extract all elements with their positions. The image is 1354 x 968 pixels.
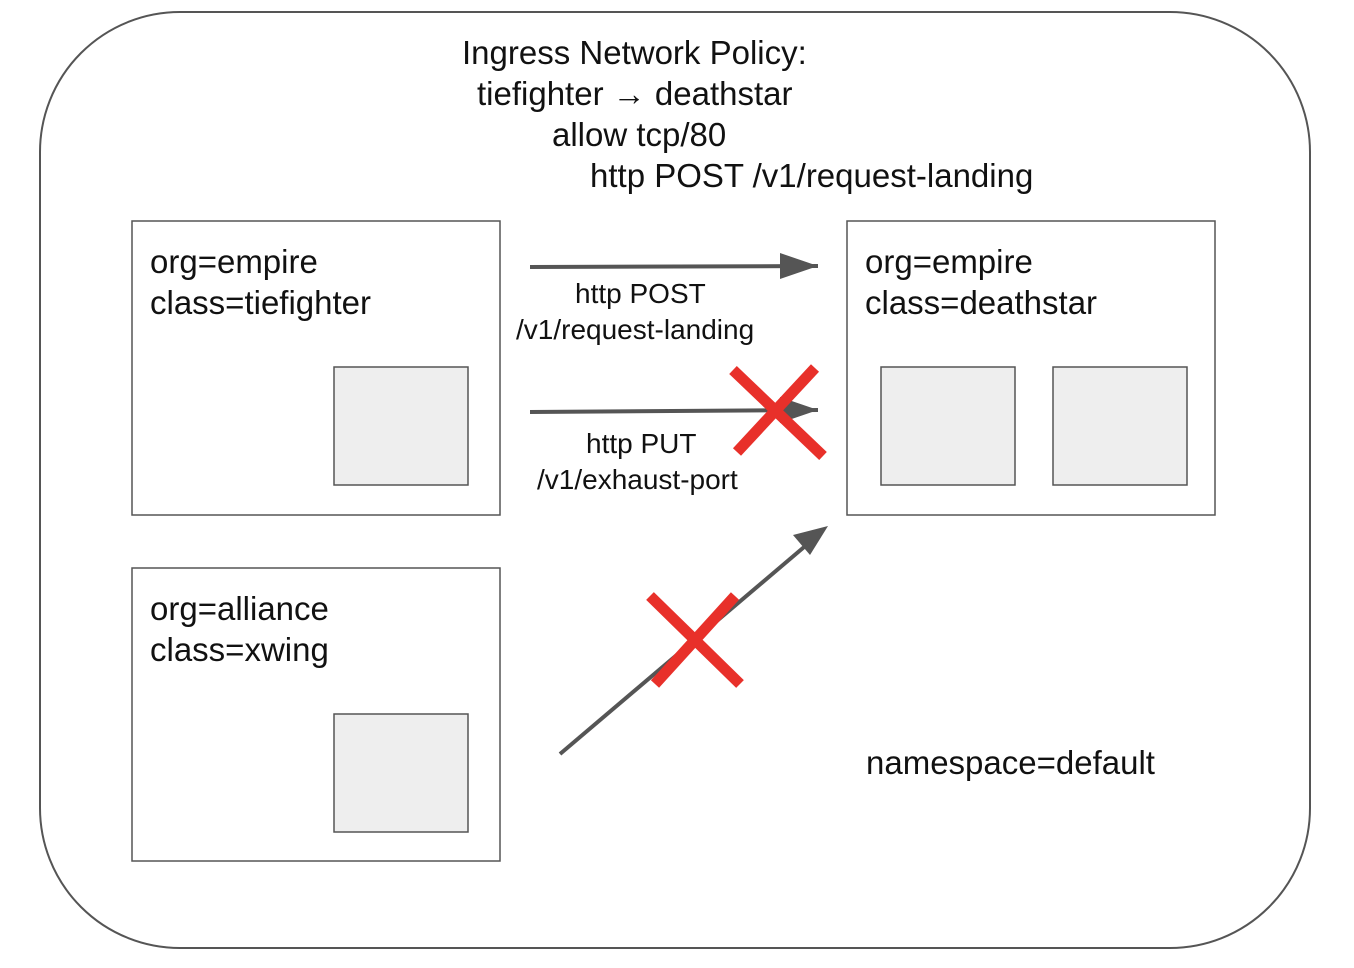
put-path-label: /v1/exhaust-port [537,464,738,495]
post-method-label: http POST [575,278,706,309]
deny-cross-put [729,364,827,460]
namespace-label: namespace=default [866,744,1155,781]
xwing-org-label: org=alliance [150,590,329,627]
policy-port-rule: allow tcp/80 [552,116,727,153]
post-arrow [529,264,819,269]
tiefighter-pod [333,366,469,486]
policy-direction: tiefighter → deathstar [477,75,793,112]
tiefighter-org-label: org=empire [150,243,318,280]
xwing-class-label: class=xwing [150,631,329,668]
deathstar-org-label: org=empire [865,243,1033,280]
deathstar-pod-1 [880,366,1016,486]
namespace-boundary [39,11,1311,949]
deny-cross-xwing [646,592,744,688]
post-arrowhead [780,253,818,279]
xwing-pod [333,713,469,833]
put-method-label: http PUT [586,428,697,459]
policy-title: Ingress Network Policy: [462,34,807,71]
deathstar-class-label: class=deathstar [865,284,1098,321]
tiefighter-class-label: class=tiefighter [150,284,372,321]
policy-http-rule: http POST /v1/request-landing [590,157,1034,194]
deathstar-pod-2 [1052,366,1188,486]
xwing-arrowhead [793,526,828,555]
post-path-label: /v1/request-landing [516,314,755,345]
